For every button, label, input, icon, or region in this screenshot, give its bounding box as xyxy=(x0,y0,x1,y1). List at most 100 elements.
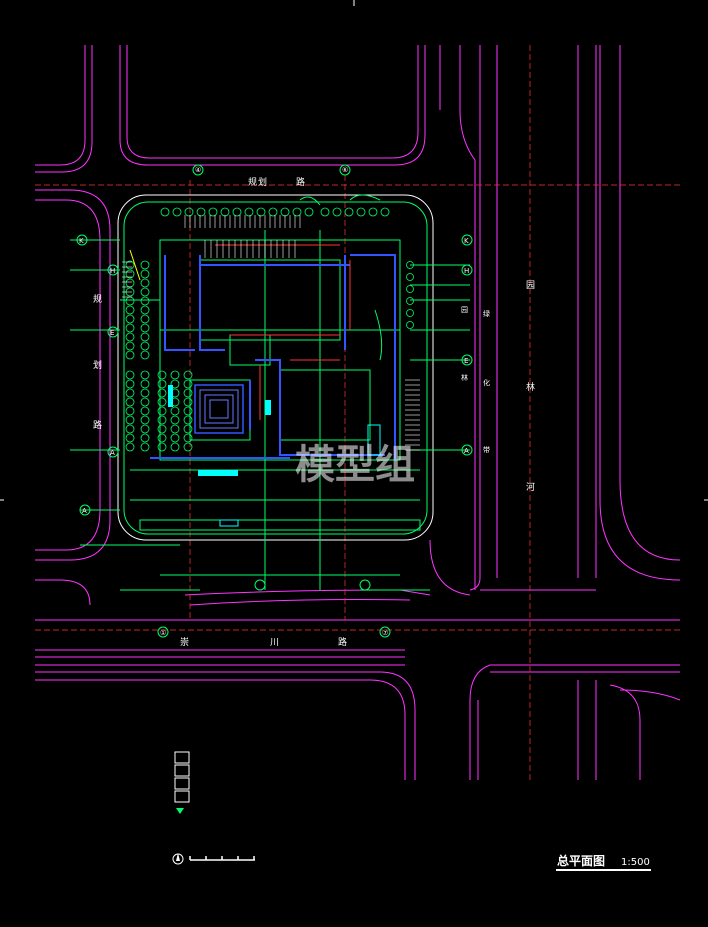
south-road-char-3: 路 xyxy=(338,636,347,648)
tree-symbol xyxy=(140,305,150,315)
tree-symbol xyxy=(368,207,378,217)
tree-symbol xyxy=(183,379,193,389)
tree-symbol xyxy=(172,207,182,217)
tree-symbol xyxy=(125,397,135,407)
tree-symbol xyxy=(125,406,135,416)
tree-symbol xyxy=(196,207,206,217)
tree-symbol xyxy=(157,415,167,425)
tree-symbol xyxy=(125,415,135,425)
tree-symbol xyxy=(170,433,180,443)
road-labels: 规 划 路 规 划 路 崇 川 路 xyxy=(93,176,347,648)
grid-bottom-2: ⑦ xyxy=(382,629,388,637)
tree-symbol xyxy=(125,370,135,380)
tree-symbol xyxy=(170,370,180,380)
tree-symbol xyxy=(140,415,150,425)
tree-symbol xyxy=(125,305,135,315)
grid-right-1: K xyxy=(464,237,469,245)
greenbelt-char-2: 绿 xyxy=(483,309,490,318)
greenbelt-char-3: 林 xyxy=(461,373,468,382)
tree-symbol xyxy=(170,424,180,434)
tree-symbol xyxy=(157,433,167,443)
tree-symbol xyxy=(256,207,266,217)
tree-symbol xyxy=(157,397,167,407)
plaza-square xyxy=(194,384,244,434)
grid-left-5: A xyxy=(82,507,87,515)
tree-symbol xyxy=(380,207,390,217)
tree-symbol xyxy=(183,433,193,443)
tree-symbol xyxy=(344,207,354,217)
grid-left-1: K xyxy=(79,237,84,245)
grid-bubble-labels: ④ ⑥ ① ⑦ K H E A A K H E A xyxy=(79,166,469,637)
tree-symbol xyxy=(125,314,135,324)
tree-symbol xyxy=(406,261,414,269)
tree-symbol xyxy=(160,207,170,217)
tree-symbol xyxy=(125,332,135,342)
tree-symbol xyxy=(220,207,230,217)
tree-symbol xyxy=(183,424,193,434)
tree-symbol xyxy=(140,379,150,389)
tree-symbol xyxy=(183,370,193,380)
tree-symbol xyxy=(140,433,150,443)
west-road-char-2: 划 xyxy=(93,359,102,371)
tree-symbol xyxy=(140,278,150,288)
tree-symbol xyxy=(406,309,414,317)
drawing-scale: 1:500 xyxy=(621,857,650,868)
tree-symbol xyxy=(356,207,366,217)
tree-symbol xyxy=(125,424,135,434)
tree-symbol xyxy=(170,379,180,389)
tree-symbol xyxy=(332,207,342,217)
grid-lines xyxy=(35,45,680,780)
tree-symbol xyxy=(183,406,193,416)
tree-symbol xyxy=(268,207,278,217)
tree-symbol xyxy=(208,207,218,217)
greenbelt-char-1: 园 xyxy=(461,306,468,314)
tree-symbol xyxy=(140,341,150,351)
building-red-lines xyxy=(215,244,351,420)
tree-symbol xyxy=(140,350,150,360)
tree-symbol xyxy=(157,442,167,452)
tree-symbol xyxy=(140,260,150,270)
north-arrow-icon xyxy=(172,853,184,865)
grid-bubbles xyxy=(76,164,473,638)
tree-symbol xyxy=(183,415,193,425)
tree-symbol xyxy=(140,397,150,407)
building-walls xyxy=(150,254,396,460)
watermark: 模型组 xyxy=(295,442,415,488)
accents xyxy=(129,249,381,527)
north-road-char-1: 规 xyxy=(248,177,257,188)
tree-symbol xyxy=(170,442,180,452)
tree-symbol xyxy=(140,269,150,279)
tree-symbol xyxy=(183,388,193,398)
tree-symbol xyxy=(125,350,135,360)
tree-symbol xyxy=(157,388,167,398)
tree-symbol xyxy=(184,207,194,217)
tree-symbol xyxy=(140,442,150,452)
tree-symbol xyxy=(140,314,150,324)
road-lines xyxy=(35,45,681,780)
tree-symbol xyxy=(170,406,180,416)
tree-symbol xyxy=(406,285,414,293)
tree-symbol xyxy=(125,341,135,351)
tree-symbol xyxy=(157,424,167,434)
tree-symbol xyxy=(406,273,414,281)
tree-symbol xyxy=(232,207,242,217)
tree-symbol xyxy=(125,278,135,288)
tree-symbol xyxy=(140,296,150,306)
tree-symbol xyxy=(280,207,290,217)
tree-symbol xyxy=(125,388,135,398)
tree-symbol xyxy=(406,321,414,329)
river-char-2: 林 xyxy=(526,381,535,393)
tree-symbol xyxy=(170,415,180,425)
legend-boxes xyxy=(174,751,190,803)
tree-symbol xyxy=(140,406,150,416)
grid-left-4: A xyxy=(110,449,115,457)
tree-symbol xyxy=(125,379,135,389)
drawing-title: 总平面图 xyxy=(557,853,605,868)
tree-symbol xyxy=(125,433,135,443)
tree-symbol xyxy=(304,207,314,217)
tree-symbol xyxy=(320,207,330,217)
north-road-char-3: 路 xyxy=(296,176,305,188)
grid-right-2: H xyxy=(464,267,469,275)
grid-top-1: ④ xyxy=(195,166,201,174)
site-boundary xyxy=(117,194,434,541)
